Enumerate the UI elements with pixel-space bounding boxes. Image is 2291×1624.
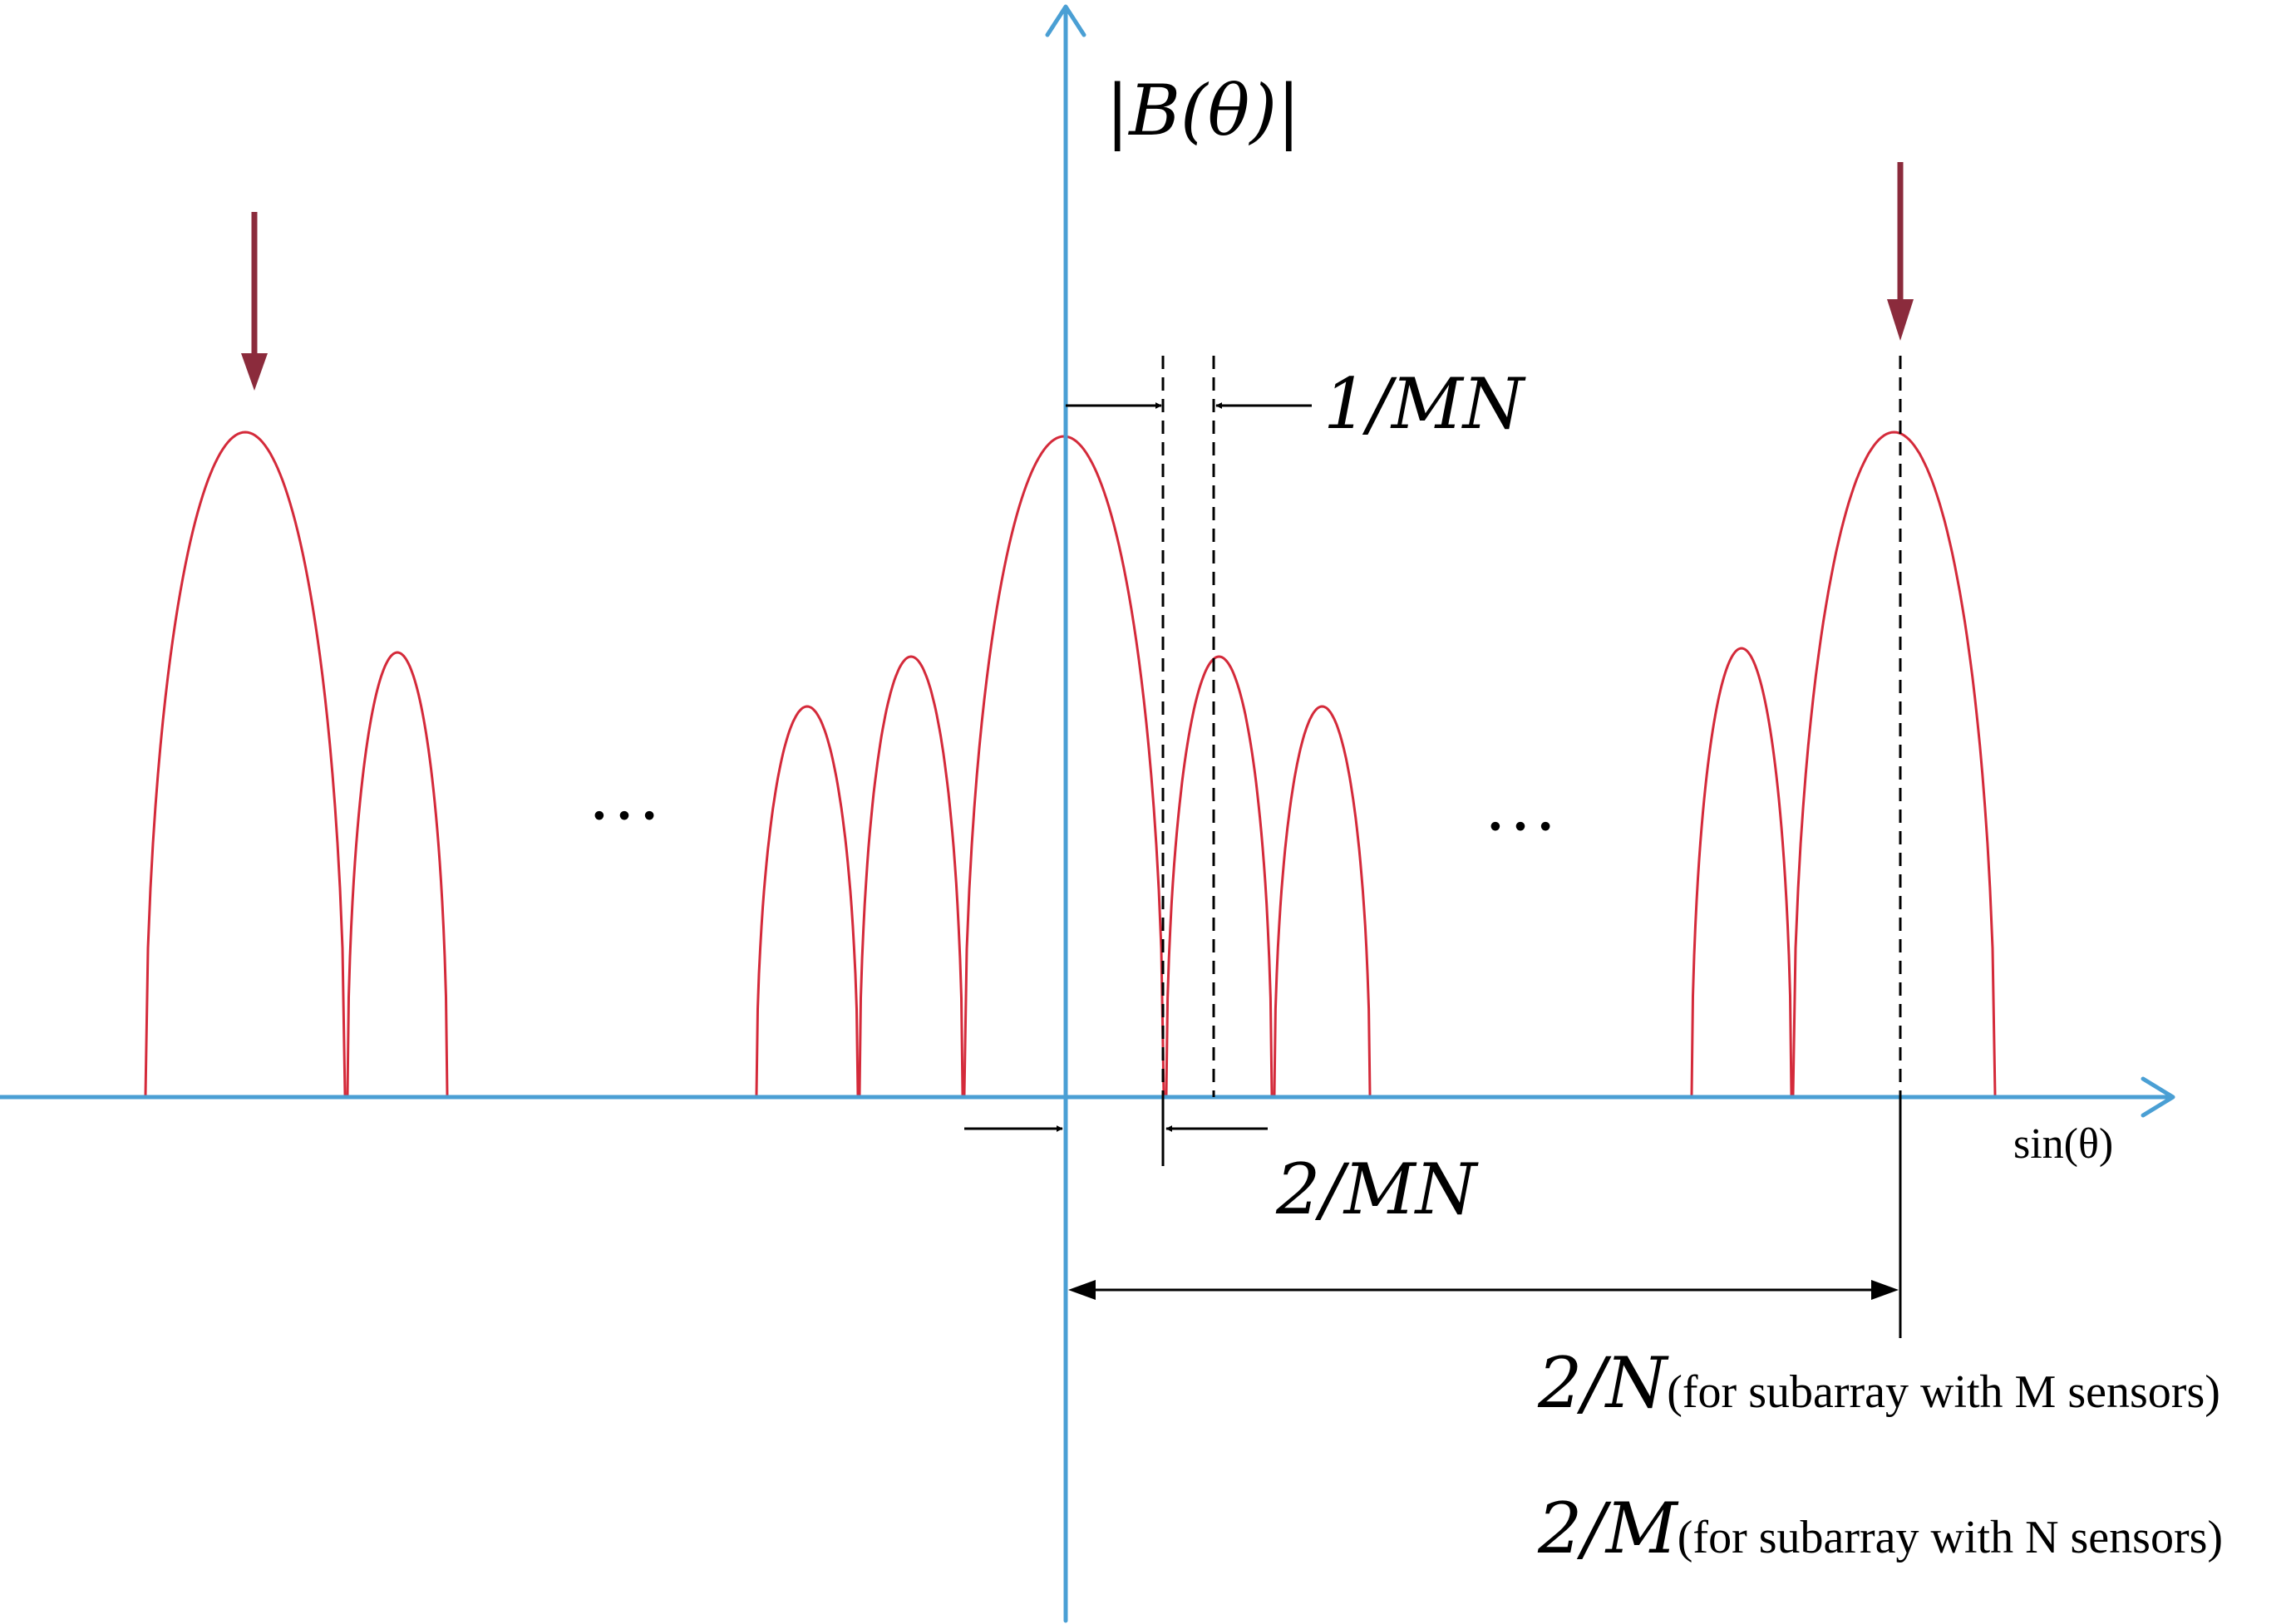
label-2-over-MN: 2/MN bbox=[1275, 1149, 1479, 1230]
axes bbox=[0, 4, 2175, 1623]
period-N-math: 2/N bbox=[1537, 1342, 1669, 1424]
ellipsis-left: … bbox=[587, 753, 667, 835]
label-1-over-MN: 1/MN bbox=[1323, 363, 1526, 445]
sidelobe-center-l3 bbox=[755, 705, 860, 1096]
beam-pattern-lobes bbox=[144, 431, 1997, 1096]
dashed-guides bbox=[1161, 356, 1902, 1097]
annotation-lines bbox=[964, 402, 1902, 1338]
period-M-math: 2/M bbox=[1537, 1488, 1679, 1569]
grating-lobe-right bbox=[1791, 431, 1997, 1096]
y-axis-label: |B(θ)| bbox=[1106, 70, 1300, 151]
y-axis-arrowhead bbox=[1045, 4, 1086, 37]
period-arrowhead-left bbox=[1068, 1280, 1096, 1300]
sidelobe-center-r2 bbox=[1273, 705, 1372, 1096]
sidelobe-center-l2 bbox=[858, 655, 964, 1096]
period-N-note: (for subarray with M sensors) bbox=[1667, 1366, 2220, 1418]
sidelobe-right-1 bbox=[1690, 647, 1793, 1096]
left-marker-arrowhead bbox=[241, 353, 268, 391]
ellipsis-right: … bbox=[1483, 764, 1563, 846]
sidelobe-center-r1 bbox=[1165, 655, 1274, 1096]
x-axis-arrowhead bbox=[2141, 1076, 2175, 1118]
grating-lobe-left bbox=[144, 431, 347, 1096]
sidelobe-left-1 bbox=[346, 651, 449, 1096]
period-label-N: 2/N(for subarray with M sensors) bbox=[1537, 1342, 2220, 1424]
right-marker-arrowhead bbox=[1887, 299, 1914, 341]
x-axis-label: sin(θ) bbox=[2013, 1120, 2113, 1168]
period-M-note: (for subarray with N sensors) bbox=[1678, 1512, 2223, 1563]
period-label-M: 2/M(for subarray with N sensors) bbox=[1537, 1488, 2223, 1569]
period-arrowhead-right bbox=[1871, 1280, 1899, 1300]
grating-lobe-markers bbox=[241, 162, 1914, 391]
